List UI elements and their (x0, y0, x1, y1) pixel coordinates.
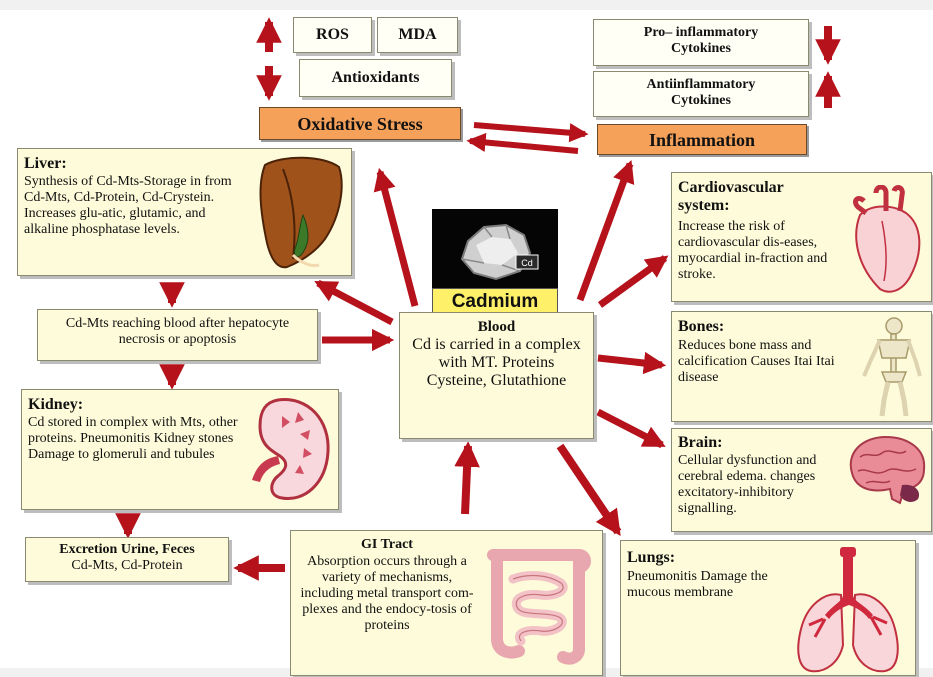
liver-title: Liver: (24, 155, 67, 173)
lungs-box: Lungs: Pneumonitis Damage the mucous mem… (620, 540, 916, 676)
blood-to-bones-arrow (598, 358, 662, 365)
kidney-icon (248, 396, 334, 504)
inflammation-label: Inflammation (649, 130, 755, 150)
oxidative-to-inflammation-arrow (474, 125, 585, 134)
cd-mts-blood-label: Cd-Mts reaching blood after hepatocyte n… (66, 316, 289, 347)
heart-icon (842, 185, 928, 297)
cardiovascular-title: Cardiovascular system: (678, 179, 828, 215)
gi-to-blood-arrow (465, 446, 468, 514)
cardiovascular-box: Cardiovascular system: Increase the risk… (671, 172, 932, 302)
blood-to-oxidative-arrow (380, 172, 415, 306)
ros-box: ROS (293, 17, 372, 53)
excretion-body: Cd-Mts, Cd-Protein (26, 558, 228, 574)
blood-title: Blood (410, 319, 583, 336)
blood-to-lungs-arrow (560, 446, 618, 532)
mda-label: MDA (398, 26, 436, 43)
anti-inflammatory-label: Antiinflammatory Cytokines (647, 77, 756, 108)
inflammation-to-oxidative-arrow (470, 141, 578, 151)
oxidative-stress-label: Oxidative Stress (297, 114, 422, 134)
intestine-icon (483, 539, 595, 671)
cadmium-label: Cadmium (452, 291, 539, 312)
brain-title: Brain: (678, 434, 722, 452)
brain-icon (842, 433, 930, 513)
antioxidants-box: Antioxidants (299, 59, 452, 97)
cd-mts-blood-box: Cd-Mts reaching blood after hepatocyte n… (37, 309, 318, 361)
gi-tract-body: Absorption occurs through a variety of m… (295, 554, 479, 634)
cadmium-to-inflammation-arrow (580, 164, 630, 300)
lungs-icon (785, 545, 911, 675)
excretion-title: Excretion Urine, Feces (26, 542, 228, 558)
cadmium-rock-icon: Cd (432, 209, 558, 291)
cadmium-sample-tag: Cd (521, 258, 533, 268)
ros-label: ROS (316, 26, 349, 43)
blood-to-cardiovascular-arrow (600, 258, 665, 305)
cardiovascular-body: Increase the risk of cardiovascular dis-… (678, 219, 838, 283)
blood-body: Cd is carried in a complex with MT. Prot… (410, 336, 583, 390)
antioxidants-label: Antioxidants (331, 69, 419, 86)
liver-body: Synthesis of Cd-Mts-Storage in from Cd-M… (24, 174, 252, 238)
kidney-body: Cd stored in complex with Mts, other pro… (28, 415, 246, 463)
pro-inflammatory-box: Pro– inflammatory Cytokines (593, 19, 809, 66)
mda-box: MDA (377, 17, 458, 53)
gi-tract-box: GI Tract Absorption occurs through a var… (290, 530, 603, 676)
lungs-body: Pneumonitis Damage the mucous membrane (627, 569, 777, 601)
pro-inflammatory-label: Pro– inflammatory Cytokines (644, 25, 758, 56)
inflammation-box: Inflammation (597, 124, 807, 155)
liver-box: Liver: Synthesis of Cd-Mts-Storage in fr… (17, 148, 352, 276)
kidney-title: Kidney: (28, 396, 83, 414)
blood-to-brain-arrow (598, 412, 662, 445)
bones-box: Bones: Reduces bone mass and calcificati… (671, 311, 932, 422)
brain-body: Cellular dysfunction and cerebral edema.… (678, 453, 848, 517)
liver-icon (253, 155, 348, 273)
bones-title: Bones: (678, 318, 724, 336)
oxidative-stress-box: Oxidative Stress (259, 107, 461, 140)
gi-tract-title: GI Tract (297, 537, 477, 553)
skeleton-icon (854, 316, 928, 420)
cadmium-label-box: Cadmium (432, 288, 558, 314)
bones-body: Reduces bone mass and calcification Caus… (678, 338, 853, 386)
brain-box: Brain: Cellular dysfunction and cerebral… (671, 428, 932, 532)
cadmium-image: Cd (432, 209, 558, 291)
anti-inflammatory-box: Antiinflammatory Cytokines (593, 71, 809, 117)
blood-to-liver-arrow (318, 283, 392, 322)
kidney-box: Kidney: Cd stored in complex with Mts, o… (21, 389, 339, 510)
blood-box: Blood Cd is carried in a complex with MT… (399, 312, 594, 439)
excretion-box: Excretion Urine, Feces Cd-Mts, Cd-Protei… (25, 537, 229, 582)
lungs-title: Lungs: (627, 549, 675, 567)
